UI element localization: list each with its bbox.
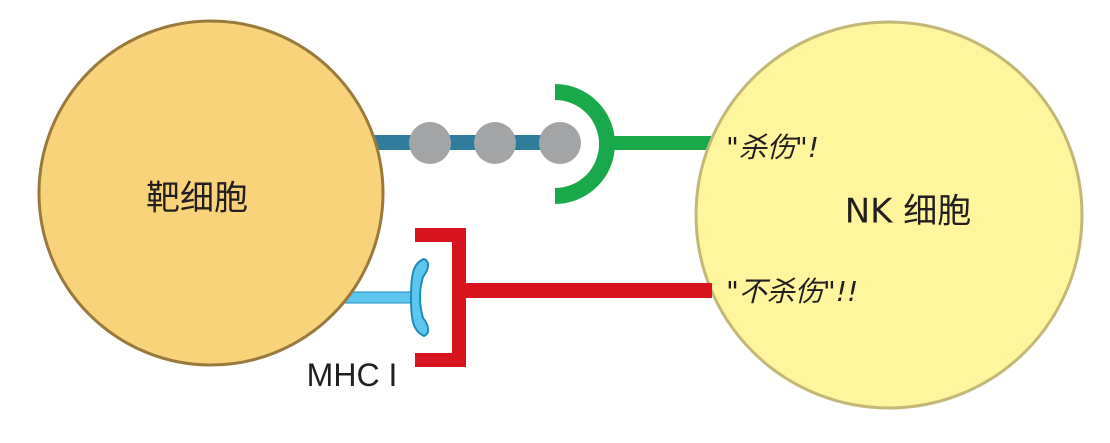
- activating-ligand-beads: [409, 122, 581, 164]
- ligand-bead-2: [474, 122, 516, 164]
- nk-cell-label: NK 细胞: [845, 192, 972, 232]
- cup-shaped-activating-receptor-icon: [554, 84, 615, 204]
- kill-signal-label: "杀伤"!: [726, 131, 819, 164]
- nk-cell: [694, 20, 1084, 410]
- inhibitory-receptor-stem: [462, 283, 712, 298]
- bracket-shaped-inhibitory-receptor-icon: [415, 228, 466, 367]
- target-cell: [37, 19, 385, 367]
- ligand-bead-1: [409, 122, 451, 164]
- target-cell-label: 靶细胞: [146, 179, 248, 219]
- activating-receptor-stem: [610, 136, 715, 150]
- mhc-class-i-icon: [409, 257, 430, 338]
- ligand-bead-3: [539, 122, 581, 164]
- mhc-label: MHC I: [307, 357, 398, 393]
- no-kill-signal-label: "不杀伤"!!: [726, 275, 858, 308]
